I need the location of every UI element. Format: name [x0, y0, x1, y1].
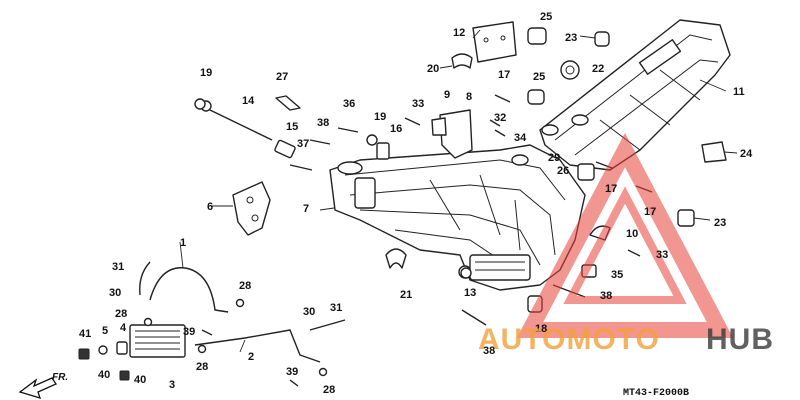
leader-lines [179, 29, 738, 353]
callout-15: 15 [286, 121, 298, 133]
watermark-text: AUTOMOTO HUB [478, 323, 774, 356]
callout-25: 25 [540, 11, 552, 23]
callout-33: 33 [656, 249, 668, 261]
front-direction-arrow: FR. [18, 372, 68, 399]
callout-11: 11 [733, 86, 745, 98]
callout-7: 7 [303, 203, 309, 215]
callout-8: 8 [466, 91, 472, 103]
callout-38: 38 [600, 290, 612, 302]
callout-3: 3 [169, 379, 175, 391]
callout-14: 14 [242, 95, 255, 107]
callout-34: 34 [514, 132, 527, 144]
callout-40: 40 [98, 369, 110, 381]
parts-artwork [78, 21, 727, 387]
callout-32: 32 [494, 112, 506, 124]
callout-28: 28 [239, 280, 251, 292]
rear-subframe [539, 19, 731, 171]
main-frame [329, 109, 586, 291]
callout-9: 9 [444, 89, 450, 101]
callout-2: 2 [248, 351, 254, 363]
callout-28: 28 [196, 361, 208, 373]
direction-label: FR. [52, 372, 68, 383]
watermark-text-part1: AUTOMOTO [478, 323, 660, 356]
callout-36: 36 [343, 98, 355, 110]
callout-24: 24 [740, 148, 753, 160]
callout-39: 39 [183, 326, 195, 338]
callout-26: 26 [557, 165, 569, 177]
callout-31: 31 [112, 261, 124, 273]
callout-38: 38 [317, 117, 329, 129]
callout-17: 17 [498, 69, 510, 81]
callout-4: 4 [120, 322, 127, 334]
callout-29: 29 [548, 152, 560, 164]
callout-35: 35 [611, 269, 623, 281]
callout-10: 10 [626, 228, 638, 240]
callout-22: 22 [592, 63, 604, 75]
callout-1: 1 [180, 237, 186, 249]
callout-19: 19 [374, 111, 386, 123]
callout-13: 13 [464, 287, 476, 299]
callout-33: 33 [412, 98, 424, 110]
callout-12: 12 [453, 27, 465, 39]
callout-37: 37 [297, 138, 309, 150]
callout-25: 25 [533, 71, 545, 83]
callout-17: 17 [605, 183, 617, 195]
callout-23: 23 [714, 217, 726, 229]
callout-6: 6 [207, 201, 213, 213]
callout-28: 28 [323, 384, 335, 396]
watermark [516, 132, 734, 338]
callout-40: 40 [134, 374, 146, 386]
callout-16: 16 [390, 123, 402, 135]
callout-30: 30 [303, 306, 315, 318]
callout-19: 19 [200, 67, 212, 79]
callout-41: 41 [79, 328, 91, 340]
callout-31: 31 [330, 302, 342, 314]
callout-28: 28 [115, 308, 127, 320]
watermark-text-part2: HUB [706, 323, 774, 356]
callout-17: 17 [644, 206, 656, 218]
callout-20: 20 [427, 63, 439, 75]
diagram-code: MT43-F2000B [623, 388, 689, 399]
callout-27: 27 [276, 71, 288, 83]
callout-30: 30 [109, 287, 121, 299]
callout-5: 5 [102, 325, 108, 337]
callout-39: 39 [286, 366, 298, 378]
callout-38: 38 [483, 345, 495, 357]
callout-18: 18 [535, 323, 547, 335]
callout-21: 21 [400, 289, 412, 301]
callout-23: 23 [565, 32, 577, 44]
